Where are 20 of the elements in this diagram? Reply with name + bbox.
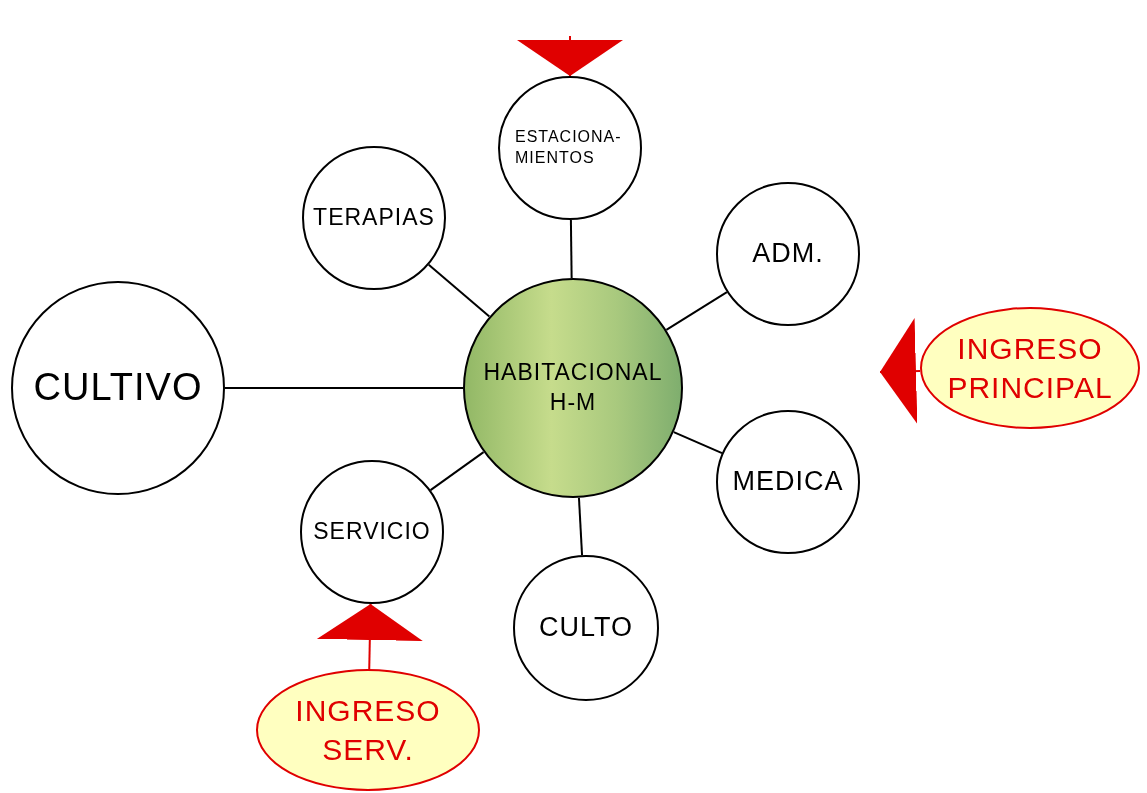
connector-line (672, 431, 724, 455)
zone-label: MEDICA (732, 465, 844, 499)
entrance-arrow (517, 35, 623, 77)
connector-line (429, 451, 485, 492)
entrance-arrow (316, 603, 423, 670)
zone-label: TERAPIAS (313, 203, 435, 233)
zone-label: CULTO (539, 611, 633, 645)
connector-line (665, 291, 728, 331)
entrance-arrow (879, 318, 922, 424)
zone-label: INGRESO SERV. (294, 693, 442, 768)
zone-label: CULTIVO (33, 365, 203, 411)
connector-line (224, 387, 464, 389)
connector-line (427, 263, 491, 318)
zone-label: ADM. (752, 237, 824, 271)
zone-label: HABITACIONAL H-M (482, 358, 664, 417)
zone-label: SERVICIO (313, 517, 431, 547)
connector-line (569, 219, 573, 279)
zone-label: INGRESO PRINCIPAL (946, 331, 1114, 406)
connector-line (577, 496, 584, 557)
zone-label: ESTACIONA- MIENTOS (515, 127, 623, 168)
